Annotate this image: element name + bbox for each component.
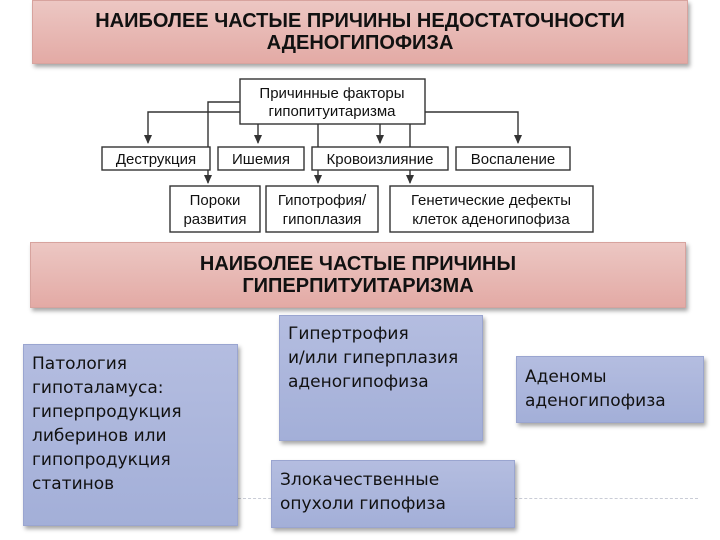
cause-adenomas-line-1: Аденомы bbox=[525, 367, 607, 387]
node-root: Причинные факторы гипопитуитаризма bbox=[239, 78, 426, 125]
cause-malignant-tumors: Злокачественные опухоли гипофиза bbox=[271, 460, 515, 528]
node-inflammation: Воспаление bbox=[455, 146, 571, 171]
hypopituitarism-title-line-1: НАИБОЛЕЕ ЧАСТЫЕ ПРИЧИНЫ НЕДОСТАТОЧНОСТИ bbox=[95, 10, 625, 32]
connector-destruction bbox=[144, 111, 240, 144]
node-genetic-line-2: клеток аденогипофиза bbox=[412, 211, 570, 228]
cause-hypothalamus-line-5: гипопродукция bbox=[32, 450, 171, 470]
cause-hypertrophy-hyperplasia: Гипертрофия и/или гиперплазия аденогипоф… bbox=[279, 315, 483, 441]
cause-hypothalamus-line-4: либеринов или bbox=[32, 426, 167, 446]
cause-hypothalamus-pathology: Патология гипоталамуса: гиперпродукция л… bbox=[23, 344, 238, 526]
node-hypotrophy-line-1: Гипотрофия/ bbox=[278, 192, 367, 209]
hyperpituitarism-title-banner: НАИБОЛЕЕ ЧАСТЫЕ ПРИЧИНЫ ГИПЕРПИТУИТАРИЗМ… bbox=[30, 242, 686, 308]
node-genetic-line-1: Генетические дефекты bbox=[411, 192, 571, 209]
cause-hypothalamus-line-6: статинов bbox=[32, 474, 115, 494]
cause-adenomas-line-2: аденогипофиза bbox=[525, 391, 666, 411]
node-root-line-2: гипопитуитаризма bbox=[268, 103, 396, 120]
node-destruction: Деструкция bbox=[101, 146, 211, 171]
node-ischemia: Ишемия bbox=[217, 146, 305, 171]
hypopituitarism-title-banner: НАИБОЛЕЕ ЧАСТЫЕ ПРИЧИНЫ НЕДОСТАТОЧНОСТИ … bbox=[32, 0, 688, 64]
node-hypotrophy-line-2: гипоплазия bbox=[283, 211, 362, 228]
connector-inflammation bbox=[425, 111, 522, 144]
cause-hypertrophy-line-3: аденогипофиза bbox=[288, 372, 429, 392]
connector-malformations bbox=[204, 101, 240, 184]
cause-adenomas: Аденомы аденогипофиза bbox=[516, 356, 704, 423]
hyperpituitarism-title-line-1: НАИБОЛЕЕ ЧАСТЫЕ ПРИЧИНЫ bbox=[199, 253, 517, 275]
node-malformations-line-2: развития bbox=[183, 211, 246, 228]
cause-hypothalamus-line-3: гиперпродукция bbox=[32, 402, 182, 422]
node-genetic: Генетические дефекты клеток аденогипофиз… bbox=[389, 185, 594, 233]
cause-hypertrophy-line-1: Гипертрофия bbox=[288, 324, 409, 344]
cause-malignant-line-2: опухоли гипофиза bbox=[280, 494, 446, 514]
cause-hypothalamus-line-2: гипоталамуса: bbox=[32, 378, 164, 398]
hyperpituitarism-title-line-2: ГИПЕРПИТУИТАРИЗМА bbox=[242, 275, 474, 297]
node-hemorrhage-label: Кровоизлияние bbox=[327, 151, 434, 168]
cause-hypertrophy-line-2: и/или гиперплазия bbox=[288, 348, 459, 368]
cause-malignant-line-1: Злокачественные bbox=[280, 470, 440, 490]
node-ischemia-label: Ишемия bbox=[232, 151, 290, 168]
node-destruction-label: Деструкция bbox=[116, 151, 196, 168]
node-malformations-line-1: Пороки bbox=[190, 192, 241, 209]
node-root-line-1: Причинные факторы bbox=[259, 85, 404, 102]
hypopituitarism-title-line-2: АДЕНОГИПОФИЗА bbox=[266, 32, 454, 54]
node-hypotrophy: Гипотрофия/ гипоплазия bbox=[265, 185, 379, 233]
hypopituitarism-diagram: Причинные факторы гипопитуитаризма Дестр… bbox=[101, 78, 594, 233]
node-hemorrhage: Кровоизлияние bbox=[311, 146, 449, 171]
node-inflammation-label: Воспаление bbox=[471, 151, 555, 168]
node-malformations: Пороки развития bbox=[169, 185, 261, 233]
cause-hypothalamus-line-1: Патология bbox=[32, 354, 127, 374]
